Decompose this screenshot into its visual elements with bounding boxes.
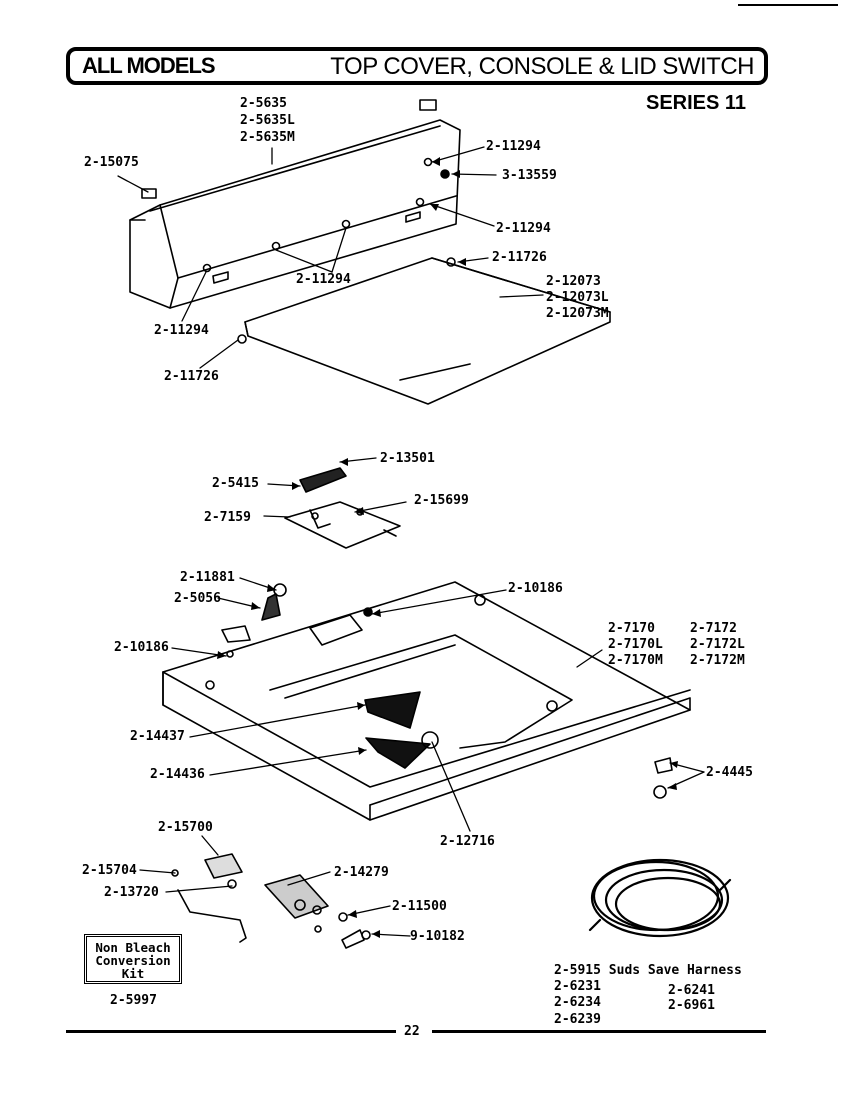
label-2-5635L: 2-5635L (240, 113, 295, 128)
label-2-10186-right: 2-10186 (508, 581, 563, 596)
header-title: TOP COVER, CONSOLE & LID SWITCH (330, 53, 754, 80)
harness-part-6231: 2-6231 (554, 979, 601, 994)
kit-line-1: Non Bleach (95, 940, 171, 955)
label-2-15704: 2-15704 (82, 863, 137, 878)
non-bleach-kit-box: Non Bleach Conversion Kit (84, 934, 182, 984)
label-2-5635M: 2-5635M (240, 130, 295, 145)
label-2-11726-left: 2-11726 (164, 369, 219, 384)
label-2-12073M: 2-12073M (546, 306, 609, 321)
top-cover (162, 581, 691, 821)
label-2-11294-right: 2-11294 (496, 221, 551, 236)
label-2-15699: 2-15699 (414, 493, 469, 508)
label-2-14437: 2-14437 (130, 729, 185, 744)
label-2-7170: 2-7170 (608, 621, 655, 636)
header-models: ALL MODELS (82, 53, 216, 78)
label-2-11294-left: 2-11294 (154, 323, 209, 338)
label-2-7159: 2-7159 (204, 510, 251, 525)
harness-title: 2-5915 Suds Save Harness (554, 963, 742, 978)
label-2-7172M: 2-7172M (690, 653, 745, 668)
label-2-14279: 2-14279 (334, 865, 389, 880)
bleach-dispenser (364, 691, 439, 769)
kit-line-3: Kit (121, 966, 145, 981)
label-2-15700: 2-15700 (158, 820, 213, 835)
label-2-7170L: 2-7170L (608, 637, 663, 652)
label-2-11500: 2-11500 (392, 899, 447, 914)
arrowheads (217, 157, 678, 938)
kit-parts (171, 853, 371, 949)
series-label: SERIES 11 (646, 92, 747, 114)
label-2-13720: 2-13720 (104, 885, 159, 900)
console-panel (129, 99, 461, 309)
label-2-7172: 2-7172 (690, 621, 737, 636)
label-2-14436: 2-14436 (150, 767, 205, 782)
label-2-15075: 2-15075 (84, 155, 139, 170)
top-edge-line (738, 4, 838, 6)
lid (237, 257, 611, 405)
label-2-11726-top: 2-11726 (492, 250, 547, 265)
label-2-10186-left: 2-10186 (114, 640, 169, 655)
label-2-11881: 2-11881 (180, 570, 235, 585)
label-2-11294-top: 2-11294 (486, 139, 541, 154)
label-2-5635: 2-5635 (240, 96, 287, 111)
label-2-7172L: 2-7172L (690, 637, 745, 652)
harness-part-6234: 2-6234 (554, 995, 601, 1010)
label-2-5415: 2-5415 (212, 476, 259, 491)
header-box: ALL MODELS TOP COVER, CONSOLE & LID SWIT… (66, 47, 768, 85)
kit-line-2: Conversion (95, 953, 171, 968)
footer-rule-left (66, 1030, 396, 1033)
label-2-5056: 2-5056 (174, 591, 221, 606)
suds-save-harness-coil (588, 858, 732, 938)
label-2-12073L: 2-12073L (546, 290, 609, 305)
label-2-12073: 2-12073 (546, 274, 601, 289)
label-2-12716: 2-12716 (440, 834, 495, 849)
label-2-7170M: 2-7170M (608, 653, 663, 668)
label-2-13501: 2-13501 (380, 451, 435, 466)
kit-part-number: 2-5997 (110, 993, 157, 1008)
page-number: 22 (404, 1024, 420, 1039)
screw-and-clip-4445 (653, 757, 673, 799)
lid-switch-assembly (284, 467, 401, 549)
harness-part-6961: 2-6961 (668, 998, 715, 1013)
footer-rule-right (432, 1030, 766, 1033)
label-2-11294-mid: 2-11294 (296, 272, 351, 287)
label-9-10182: 9-10182 (410, 929, 465, 944)
harness-part-6239: 2-6239 (554, 1012, 601, 1027)
harness-part-6241: 2-6241 (668, 983, 715, 998)
label-2-4445: 2-4445 (706, 765, 753, 780)
label-3-13559: 3-13559 (502, 168, 557, 183)
